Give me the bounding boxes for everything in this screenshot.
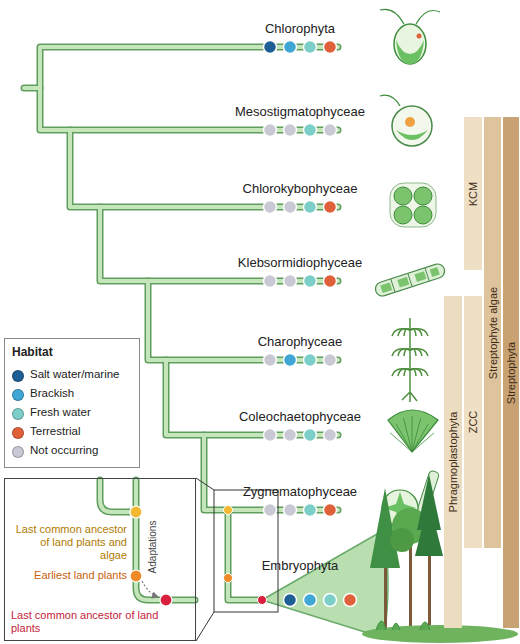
taxon-name: Embryophyta bbox=[262, 558, 339, 574]
legend-label: Not occurring bbox=[30, 444, 98, 458]
zoom-frame bbox=[214, 490, 278, 612]
coleochaetophyceae-illustration bbox=[388, 410, 438, 452]
clade-band: KCM bbox=[464, 117, 482, 270]
inset-box: Last common ancestor of land plants and … bbox=[4, 478, 196, 641]
clade-name: ZCC bbox=[467, 411, 479, 434]
taxon-name: Mesostigmatophyceae bbox=[235, 104, 365, 120]
clade-name: Streptophyte algae bbox=[487, 286, 499, 378]
legend-swatch bbox=[12, 389, 24, 401]
clade-band: Streptophyte algae bbox=[484, 117, 501, 548]
dotted-arrow bbox=[142, 581, 158, 597]
taxon-name: Chlorokybophyceae bbox=[243, 181, 358, 197]
clade-band: Phragmoplastophyta bbox=[444, 296, 462, 628]
taxon-name: Coleochaetophyceae bbox=[239, 409, 361, 425]
inset-label: Earliest land plants bbox=[11, 569, 127, 582]
habitat-dots bbox=[264, 41, 357, 607]
clade-name: Streptophyta bbox=[505, 341, 517, 403]
taxon-name: Charophyceae bbox=[258, 334, 343, 350]
taxon-name: Chlorophyta bbox=[265, 21, 335, 37]
clade-name: Phragmoplastophyta bbox=[447, 412, 459, 513]
inset-label: Last common ancestor of land plants bbox=[11, 609, 161, 635]
taxon-name: Zygnematophyceae bbox=[243, 484, 357, 500]
clade-fan bbox=[262, 530, 388, 638]
legend-label: Terrestrial bbox=[30, 425, 80, 439]
legend-label: Salt water/marine bbox=[30, 368, 119, 382]
legend-swatch bbox=[12, 427, 24, 439]
legend-swatch bbox=[12, 408, 24, 420]
charophyceae-illustration bbox=[392, 318, 428, 402]
clade-band: Streptophyta bbox=[503, 117, 519, 628]
ancestor-dot bbox=[224, 506, 233, 515]
legend-swatch bbox=[12, 446, 24, 458]
ancestor-dot bbox=[130, 506, 142, 518]
chlorophyta-illustration bbox=[380, 9, 440, 64]
taxon-name: Klebsormidiophyceae bbox=[238, 255, 362, 271]
klebsormidiophyceae-illustration bbox=[374, 262, 447, 298]
legend-title: Habitat bbox=[12, 345, 53, 359]
zoom-line bbox=[196, 478, 214, 490]
inset-label: Last common ancestor of land plants and … bbox=[11, 523, 127, 563]
legend-label: Brackish bbox=[30, 387, 74, 401]
ancestor-dot bbox=[258, 596, 267, 605]
mesostigmatophyceae-illustration bbox=[380, 95, 432, 146]
zoom-line bbox=[196, 612, 214, 641]
legend-label: Fresh water bbox=[30, 406, 91, 420]
clade-band: ZCC bbox=[464, 296, 482, 548]
inset-label: Adaptations bbox=[147, 521, 159, 574]
tree-branches bbox=[24, 47, 338, 600]
ancestor-dot bbox=[130, 570, 142, 582]
ancestor-dot bbox=[224, 574, 233, 583]
legend-swatch bbox=[12, 370, 24, 382]
ancestor-dot bbox=[160, 594, 172, 606]
clade-name: KCM bbox=[467, 181, 479, 205]
chlorokybophyceae-illustration bbox=[390, 183, 436, 227]
